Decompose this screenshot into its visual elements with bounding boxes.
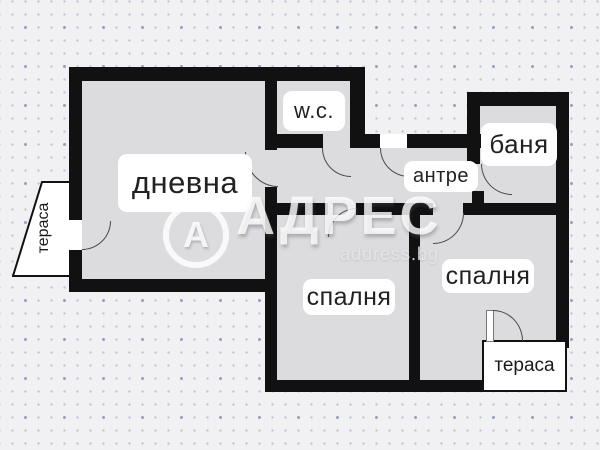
- bedroom-right-label-text: спалня: [445, 261, 531, 290]
- entrance-door-opening: [380, 134, 407, 148]
- wall-hall-top-2: [350, 134, 380, 148]
- wall-bottom: [265, 380, 482, 392]
- wc-label-text: w.c.: [294, 98, 334, 123]
- terrace-left-label: тераса: [35, 202, 52, 254]
- wall-bath-left: [467, 106, 480, 164]
- bedroom-left-label: спалня: [303, 279, 395, 315]
- wall-hall-top-3: [407, 134, 481, 148]
- balcony-door-opening: [69, 220, 82, 250]
- watermark-site: address.bg: [340, 244, 439, 265]
- wall-wc-right: [350, 67, 365, 137]
- terrace-right-label: тераса: [494, 355, 555, 376]
- wall-right: [556, 92, 569, 348]
- watermark-logo-icon: A: [163, 202, 229, 268]
- bedroom-left-label-text: спалня: [306, 282, 392, 311]
- living-room-label-text: дневна: [131, 165, 239, 200]
- wall-hall-top-1: [277, 134, 323, 148]
- hallway-label-text: антре: [412, 165, 470, 187]
- wc-door-opening: [323, 134, 350, 148]
- wall-hall-bottom-3: [463, 203, 569, 215]
- bathroom-label: баня: [481, 123, 557, 166]
- wall-bedroom-divider: [409, 204, 420, 392]
- watermark-brand: АДРЕС: [236, 186, 446, 246]
- wall-bath-top: [467, 92, 569, 106]
- watermark-brand-text: АДРЕС: [236, 186, 442, 246]
- wall-hall-bottom-2: [356, 203, 433, 215]
- terrace-right-box: тераса: [482, 340, 567, 392]
- wall-top: [69, 67, 365, 81]
- watermark-logo-letter: A: [183, 214, 209, 255]
- wc-label: w.c.: [283, 91, 345, 131]
- living-room-label: дневна: [118, 154, 252, 212]
- bathroom-label-text: баня: [489, 129, 549, 159]
- wall-bath-stub: [472, 191, 484, 204]
- wall-living-bottom: [69, 279, 277, 292]
- hallway-label: антре: [404, 161, 478, 192]
- bedroom-right-label: спалня: [442, 259, 534, 293]
- watermark-site-text: address.bg: [340, 244, 440, 264]
- wall-left: [69, 67, 82, 292]
- wall-hall-bottom-1: [277, 203, 328, 215]
